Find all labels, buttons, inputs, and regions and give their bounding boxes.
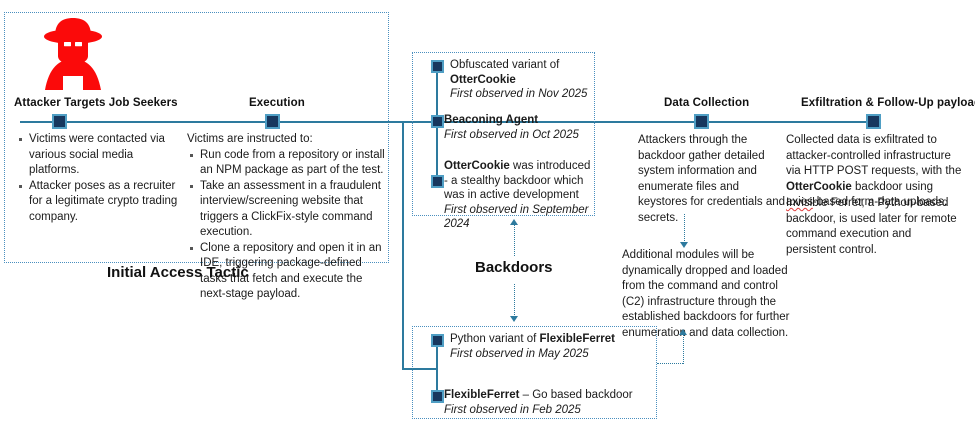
phase-title-data-collection: Data Collection	[664, 97, 750, 109]
phase-body-execution: Victims are instructed to: Run code from…	[187, 132, 385, 303]
backdoors-lower-group-box	[412, 326, 657, 419]
backdoors-caption-arrow-down-line	[514, 284, 515, 317]
backdoors-spine-vertical	[402, 121, 404, 369]
exfiltration-paragraph-1: Collected data is exfiltrated to attacke…	[786, 133, 962, 211]
backdoor-entry-observed: First observed in Oct 2025	[444, 128, 579, 141]
timeline-rule-left	[20, 121, 406, 123]
list-item: Take an assessment in a fraudulent inter…	[187, 179, 385, 241]
backdoor-entry-beaconing-agent: Beaconing Agent First observed in Oct 20…	[444, 113, 594, 142]
backdoor-entry-label: Python variant of FlexibleFerret	[450, 333, 615, 345]
backdoor-entry-flexibleferret: FlexibleFerret – Go based backdoor First…	[444, 388, 659, 417]
feedback-loop-vertical	[683, 335, 684, 364]
backdoor-entry-ottercookie: OtterCookie was introduced - a stealthy …	[444, 159, 596, 232]
timeline-node-execution[interactable]	[265, 114, 280, 129]
data-collection-paragraph-1: Attackers through the backdoor gather de…	[638, 134, 786, 224]
feedback-loop-arrow-head	[679, 329, 687, 335]
backdoors-caption-arrow-up-line	[514, 224, 515, 256]
timeline-rule-right	[671, 121, 867, 123]
list-item: Attacker poses as a recruiter for a legi…	[16, 179, 184, 226]
execution-lead: Victims are instructed to:	[187, 133, 313, 145]
caption-backdoors: Backdoors	[475, 259, 553, 276]
timeline-node-exfiltration[interactable]	[866, 114, 881, 129]
backdoors-caption-arrow-down-head	[510, 316, 518, 322]
spellcheck-flagged-word: axios	[786, 196, 813, 208]
backdoor-entry-obfuscated-ottercookie: Obfuscated variant of OtterCookie First …	[450, 58, 595, 102]
backdoor-node-ottercookie[interactable]	[431, 175, 444, 188]
phase-title-exfiltration: Exfiltration & Follow-Up payload	[801, 97, 975, 109]
data-collection-arrow-head	[680, 242, 688, 248]
timeline-rule-center	[406, 121, 671, 123]
backdoors-spine-branch	[402, 368, 438, 370]
backdoor-node-beaconing-agent[interactable]	[431, 115, 444, 128]
backdoor-entry-python-flexibleferret: Python variant of FlexibleFerret First o…	[450, 332, 660, 361]
backdoor-node-flexibleferret[interactable]	[431, 390, 444, 403]
caption-initial-access-tactic: Initial Access Tactic	[107, 264, 249, 281]
backdoor-entry-label: Obfuscated variant of OtterCookie	[450, 59, 560, 86]
initial-access-group-box	[4, 12, 389, 263]
backdoor-node-obfuscated-ottercookie[interactable]	[431, 60, 444, 73]
phase-title-attacker-targets: Attacker Targets Job Seekers	[14, 97, 178, 109]
backdoor-entry-label: OtterCookie was introduced - a stealthy …	[444, 160, 591, 201]
backdoors-caption-arrow-up-head	[510, 219, 518, 225]
timeline-node-attacker-targets[interactable]	[52, 114, 67, 129]
timeline-node-data-collection[interactable]	[694, 114, 709, 129]
backdoor-entry-label: Beaconing Agent	[444, 114, 539, 126]
backdoor-entry-observed: First observed in May 2025	[450, 347, 589, 360]
backdoor-entry-observed: First observed in September 2024	[444, 203, 589, 231]
backdoor-node-python-flexibleferret[interactable]	[431, 334, 444, 347]
backdoor-entry-observed: First observed in Feb 2025	[444, 403, 581, 416]
backdoor-entry-observed: First observed in Nov 2025	[450, 88, 588, 100]
list-item: Run code from a repository or install an…	[187, 148, 385, 179]
list-item: Victims were contacted via various socia…	[16, 132, 184, 179]
backdoor-entry-label: FlexibleFerret – Go based backdoor	[444, 389, 633, 401]
data-collection-arrow-line	[684, 214, 685, 243]
phase-title-execution: Execution	[249, 97, 305, 109]
exfiltration-paragraph-2: Invisible Ferret, a Python-based backdoo…	[786, 197, 957, 256]
attacker-spy-icon	[33, 16, 113, 94]
feedback-loop-horizontal	[657, 363, 683, 364]
exfiltration-paragraph-1-text: Collected data is exfiltrated to attacke…	[786, 134, 962, 208]
phase-body-attacker-targets: Victims were contacted via various socia…	[16, 132, 184, 225]
data-collection-paragraph-2: Additional modules will be dynamically d…	[622, 249, 790, 339]
list-item: Clone a repository and open it in an IDE…	[187, 241, 385, 303]
backdoors-upper-group-box	[412, 52, 595, 216]
